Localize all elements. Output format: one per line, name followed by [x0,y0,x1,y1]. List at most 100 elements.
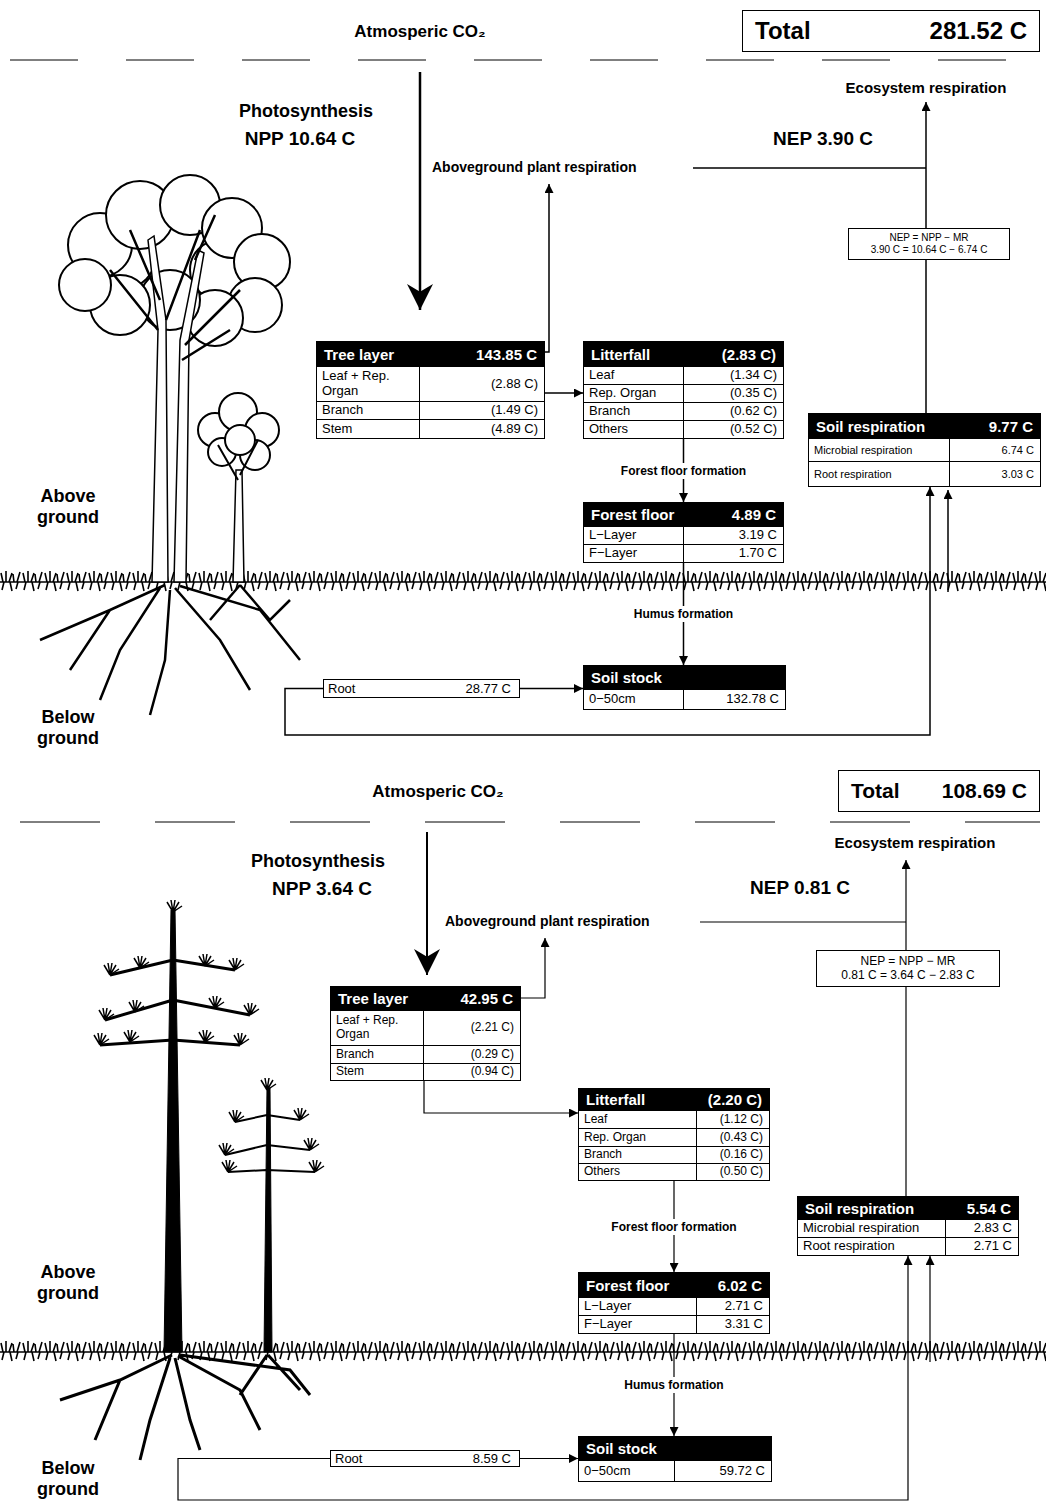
row-label-cell: Leaf [584,367,683,384]
text-label: Atmosperic CO₂ [372,782,503,802]
tree-roots [40,585,300,715]
row-label-cell: F−Layer [584,545,683,562]
row-value: 2.83 C [952,1221,1012,1236]
row-value: (1.12 C) [703,1113,763,1127]
row-label: Rep. Organ [589,386,678,401]
table-row: Microbial respiration 2.83 C [798,1219,1018,1237]
row-value-cell: (4.89 C) [419,420,544,438]
row-value: 3.19 C [690,528,777,543]
row-value-cell: 2.83 C [945,1220,1018,1237]
row-label: 0−50cm [584,1464,669,1479]
row-value-cell: (2.88 C) [419,367,544,401]
needle-tuft [219,1143,234,1155]
row-value-cell: (0.62 C) [683,403,783,420]
row-value-cell: (1.34 C) [683,367,783,384]
connector-arrow [905,987,906,1196]
tree-branches [100,960,250,1045]
table-row: Root respiration2.71 C [798,1237,1018,1255]
table-row: Stem(4.89 C) [317,419,544,438]
header-title: Tree layer [338,990,408,1007]
data-table: Litterfall(2.83 C)Leaf(1.34 C)Rep. Organ… [583,341,784,439]
row-value-cell: 2.71 C [945,1238,1018,1255]
table-row: Leaf + Rep. Organ(2.88 C) [317,366,544,401]
row-value: (0.50 C) [703,1165,763,1179]
table-row: L−Layer2.71 C [579,1297,769,1315]
row-value-cell: 2.71 C [696,1298,769,1315]
header-title: Forest floor [586,1277,669,1294]
conifer-tree [60,900,324,1460]
flow-line [700,921,906,922]
row-value-cell: (0.52 C) [683,421,783,438]
connector-arrow [520,688,583,690]
needle-tuft [134,956,149,968]
header-value: 9.77 C [989,418,1033,435]
row-value: (0.62 C) [690,404,777,419]
data-table: Tree layer143.85 CLeaf + Rep. Organ(2.88… [316,341,545,439]
row-value: (2.21 C) [430,1021,514,1035]
row-value: (0.43 C) [703,1131,763,1145]
row-label-cell: F−Layer [579,1316,696,1333]
text-label: Photosynthesis [251,851,385,872]
table-header: Soil stock [584,666,785,689]
header-value: 6.02 C [718,1277,762,1294]
text-label: Ecosystem respiration [846,79,1007,96]
row-label-cell: Others [584,421,683,438]
header-title: Soil respiration [816,418,925,435]
header-value: 42.95 C [460,990,513,1007]
table-row: F−Layer3.31 C [579,1315,769,1333]
data-table: Litterfall(2.20 C)Leaf(1.12 C)Rep. Organ… [578,1088,770,1181]
text-label: NEP 0.81 C [750,877,850,899]
row-label-cell: Stem [317,420,419,438]
data-table: Tree layer 42.95 C Leaf + Rep. Organ (2.21 … [330,986,521,1081]
equation-box: NEP = NPP − MR3.90 C = 10.64 C − 6.74 C [848,228,1010,260]
total-box: Total281.52 C [742,10,1040,52]
row-value-cell: (0.35 C) [683,385,783,402]
needle-tuft [222,1160,237,1172]
equation-text: 0.81 C = 3.64 C − 2.83 C [821,968,995,982]
row-label-cell: L−Layer [584,527,683,544]
header-title: Soil stock [591,669,662,686]
needle-tuft [294,1108,309,1120]
connector-arrow [285,487,930,735]
row-label: Microbial respiration [803,1221,940,1236]
edge-label: Humus formation [620,1377,727,1393]
text-label: NPP 3.64 C [272,878,372,900]
needle-tuft [124,1030,139,1042]
row-value: (0.35 C) [690,386,777,401]
equation-text: NEP = NPP − MR [853,232,1005,244]
tree-trunk [233,470,244,582]
atmosphere-boundary [20,822,1040,823]
table-row: Rep. Organ (0.43 C) [579,1128,769,1146]
table-header: Soil respiration 9.77 C [809,414,1040,438]
connector-arrow [925,260,927,413]
header-value: 4.89 C [732,506,776,523]
row-value: (0.94 C) [430,1065,514,1079]
row-value-cell: (0.94 C) [423,1064,520,1080]
row-value: 2.71 C [703,1299,763,1314]
row-label: Branch [322,403,414,418]
table-row: Branch (0.62 C) [584,402,783,420]
table-header: Forest floor 6.02 C [579,1273,769,1297]
row-label: Leaf + Rep. Organ [336,1014,418,1042]
table-row: L−Layer 3.19 C [584,526,783,544]
table-row: Leaf + Rep. Organ (2.21 C) [331,1010,520,1045]
data-table: Soil respiration5.54 CMicrobial respirat… [797,1196,1019,1256]
needle-tuft [229,1110,244,1122]
header-value: (2.83 C) [722,346,776,363]
text-label: Below ground [37,1458,99,1499]
flow-arrow [929,1256,930,1362]
row-label-cell: Leaf + Rep. Organ [317,367,419,401]
tree-trunk [164,910,182,1352]
row-label-cell: Rep. Organ [579,1129,696,1146]
connector-arrow [545,392,583,394]
needle-tuft [209,996,224,1008]
row-value-cell: (0.29 C) [423,1046,520,1063]
flow-arrow [947,490,949,592]
header-value: 143.85 C [476,346,537,363]
row-value-cell: (0.16 C) [696,1147,769,1163]
row-label: Others [584,1165,691,1179]
row-label: Branch [589,404,678,419]
row-label: F−Layer [589,546,678,561]
table-row: 0−50cm132.78 C [584,689,785,709]
row-label: Branch [336,1048,418,1062]
